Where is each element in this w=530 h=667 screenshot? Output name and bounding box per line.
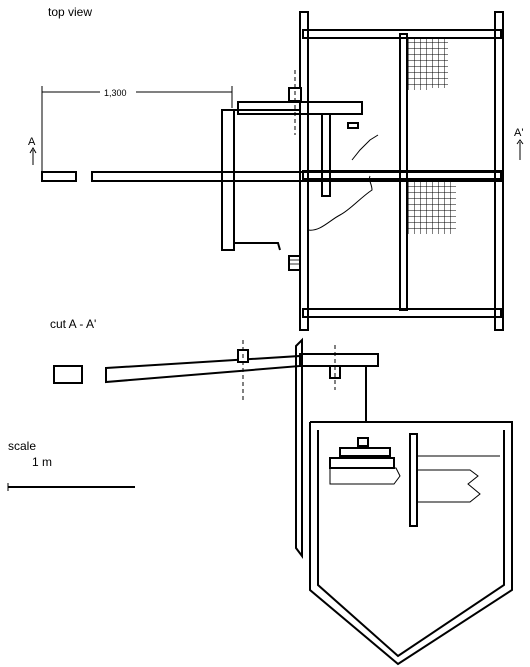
scale-indicator: scale 1 m <box>7 439 135 491</box>
cut-bar-left <box>53 365 83 384</box>
shaft-collar <box>321 113 331 197</box>
broken-edge-1 <box>307 175 373 231</box>
section-a-label: A <box>28 136 36 148</box>
mechanism-washer-top <box>339 447 391 457</box>
section-marker-a-prime: A' <box>514 127 523 160</box>
internal-broken-edge <box>417 469 481 503</box>
dimension-value: 1,300 <box>104 88 127 98</box>
cut-view: cut A - A' <box>50 317 513 666</box>
shaft-left-piece <box>41 171 77 182</box>
shaft-right-piece <box>91 171 503 182</box>
internal-plate <box>409 433 418 527</box>
top-view: top view <box>28 5 523 331</box>
grid-area-bottom <box>408 182 456 234</box>
bracket-vertical <box>221 109 235 251</box>
cut-inclined-bar <box>105 354 301 384</box>
lever-peg <box>347 122 359 129</box>
hopper-outline <box>309 421 513 666</box>
cut-left-wall <box>295 337 303 559</box>
section-a-arrow <box>29 147 37 154</box>
dimension-line: 1,300 <box>41 86 233 172</box>
frame-top-beam <box>302 29 502 39</box>
lower-clamp <box>288 255 301 271</box>
scale-label: scale <box>8 439 36 453</box>
cut-label: cut A - A' <box>50 317 96 331</box>
mechanism-cap <box>357 437 369 447</box>
section-a-prime-arrow <box>516 139 524 145</box>
broken-edge-2 <box>351 134 379 161</box>
scale-value: 1 m <box>32 455 52 469</box>
section-marker-a: A <box>28 136 37 165</box>
bracket-bottom-arm <box>234 242 281 251</box>
grid-area-top-ext <box>408 60 428 90</box>
cut-top-bar <box>299 353 379 367</box>
section-a-prime-label: A' <box>514 127 523 139</box>
mechanism-body <box>329 467 401 485</box>
top-view-label: top view <box>48 5 92 19</box>
hopper-inner <box>317 430 505 658</box>
mechanism-washer-mid <box>329 457 395 469</box>
main-shaft <box>41 171 503 182</box>
